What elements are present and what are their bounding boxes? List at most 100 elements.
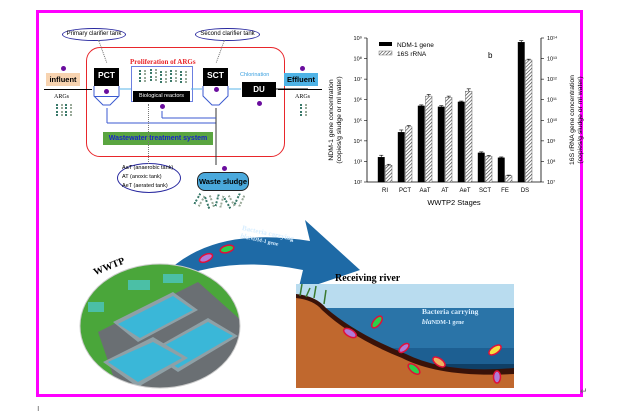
bar-16s bbox=[465, 90, 473, 183]
bar-16s bbox=[385, 165, 393, 183]
chart-bars bbox=[377, 40, 533, 183]
bar-ndm1 bbox=[417, 105, 425, 183]
panel-label: b bbox=[488, 51, 493, 60]
river-text-line2: blaNDM-1 gene bbox=[422, 317, 465, 326]
bar-ndm1 bbox=[497, 157, 505, 183]
x-tick-label: SCT bbox=[479, 188, 491, 194]
effluent-arrow bbox=[278, 89, 322, 90]
x-tick-label: FE bbox=[501, 188, 509, 194]
bacterium-icon bbox=[342, 327, 358, 339]
tank-legend-item: AT (anoxic tank) bbox=[122, 174, 162, 180]
dna-icon bbox=[65, 104, 72, 116]
bar-16s bbox=[505, 175, 513, 183]
wwtp-plant-image bbox=[79, 263, 241, 389]
y-axis-left-label: NDM-1 gene concentration bbox=[328, 79, 335, 160]
x-tick-label: DS bbox=[521, 188, 529, 194]
bar-16s bbox=[445, 97, 453, 183]
x-tick-label: AT bbox=[441, 188, 449, 194]
y-axis-right-label: 16S rRNA gene concentration bbox=[569, 75, 576, 165]
system-label-bar: Wastewater treatment system bbox=[103, 132, 213, 145]
river-text: Bacteria carrying blaNDM-1 gene bbox=[422, 307, 478, 328]
pct-cone-outline bbox=[93, 86, 120, 106]
y-left-tick-label: 10⁶ bbox=[354, 97, 362, 104]
y-left-tick-label: 10³ bbox=[354, 159, 362, 165]
legend-label-16s: 16S rRNA bbox=[397, 51, 427, 58]
bar-ndm1 bbox=[477, 152, 485, 183]
bar-16s bbox=[485, 155, 493, 183]
river-scene-image bbox=[296, 284, 514, 388]
y-left-tick-label: 10⁵ bbox=[354, 117, 362, 124]
legend-swatch-16s bbox=[378, 50, 393, 56]
dna-icon bbox=[300, 104, 307, 116]
dna-icon bbox=[150, 69, 157, 81]
bacterium-icon bbox=[432, 356, 446, 368]
arg-dot bbox=[61, 66, 66, 71]
y-axis-right-label-units: (copies/g sludge or ml water) bbox=[577, 76, 584, 163]
du-box: DU bbox=[242, 82, 276, 97]
dna-icon bbox=[160, 71, 167, 83]
river-text-line1: Bacteria carrying bbox=[422, 307, 479, 316]
bacterium-icon bbox=[398, 342, 410, 354]
influent-box: influent bbox=[46, 73, 80, 86]
paragraph-mark: ↵ bbox=[580, 386, 588, 396]
x-tick-label: AaT bbox=[419, 188, 430, 194]
dna-icon bbox=[139, 70, 146, 82]
arg-dot bbox=[160, 104, 165, 109]
y-right-tick-label: 10¹³ bbox=[547, 57, 557, 63]
x-tick-label: PCT bbox=[399, 188, 411, 194]
legend-swatch-ndm1 bbox=[379, 42, 392, 46]
bacterium-icon bbox=[488, 344, 502, 356]
bar-ndm1 bbox=[377, 157, 385, 183]
y-right-tick-label: 10¹² bbox=[547, 77, 557, 83]
x-axis-label: WWTP2 Stages bbox=[427, 198, 481, 207]
bar-16s bbox=[525, 59, 533, 183]
y-axis-left-label-units: (copies/g sludge or ml water) bbox=[336, 76, 343, 163]
y-right-tick-label: 10¹⁴ bbox=[547, 35, 558, 42]
bacterium-icon bbox=[492, 370, 502, 384]
system-boundary bbox=[86, 47, 285, 157]
figure-frame bbox=[36, 10, 583, 397]
x-tick-label: AeT bbox=[459, 188, 470, 194]
bacterium-icon bbox=[219, 244, 235, 254]
influent-arrow bbox=[44, 89, 92, 90]
y-left-tick-label: 10⁴ bbox=[354, 138, 363, 145]
legend-label-ndm1: NDM-1 gene bbox=[397, 42, 434, 49]
bar-16s bbox=[425, 95, 433, 183]
bacterium-icon bbox=[407, 363, 421, 375]
bar-ndm1 bbox=[517, 42, 525, 183]
y-right-tick-label: 10¹¹ bbox=[547, 98, 557, 104]
dna-icon bbox=[170, 70, 177, 82]
chart-axes bbox=[366, 38, 542, 183]
primary-clarifier-callout: Primary clarifier tank bbox=[62, 28, 126, 41]
pct-box: PCT bbox=[94, 68, 119, 86]
bacterium-icon bbox=[371, 315, 383, 329]
bar-ndm1 bbox=[437, 106, 445, 183]
tank-legend-item: AeT (aerated tank) bbox=[122, 183, 168, 189]
tank-legend-item: AaT (anaerobic tank) bbox=[122, 165, 174, 171]
bar-ndm1 bbox=[397, 132, 405, 183]
chart-legend: NDM-1 gene 16S rRNA bbox=[378, 42, 434, 58]
cursor-mark: ı bbox=[37, 403, 40, 413]
bacterium-icon bbox=[198, 252, 214, 264]
river-title: Receiving river bbox=[335, 273, 401, 284]
tank-legend-oval: AaT (anaerobic tank) AT (anoxic tank) Ae… bbox=[117, 163, 181, 193]
effluent-box: Effluent bbox=[284, 73, 318, 86]
y-left-tick-label: 10⁸ bbox=[354, 56, 362, 63]
args-right-label: ARGs bbox=[295, 94, 311, 100]
pct-hopper bbox=[94, 96, 119, 97]
arg-dot bbox=[222, 166, 227, 171]
bar-ndm1 bbox=[457, 101, 465, 183]
sct-cone-outline bbox=[202, 86, 229, 106]
dna-icon bbox=[56, 104, 63, 116]
y-left-tick-label: 10² bbox=[354, 180, 362, 186]
x-tick-label: RI bbox=[382, 188, 388, 194]
transfer-arrow bbox=[162, 220, 360, 291]
chlorination-label: Chlorination bbox=[240, 72, 270, 78]
arg-dot bbox=[104, 89, 109, 94]
y-left-tick-label: 10⁹ bbox=[354, 35, 362, 42]
y-right-tick-label: 10⁷ bbox=[547, 179, 555, 186]
second-clarifier-callout: Second clarifier tank bbox=[195, 28, 260, 41]
bioreactor-label: Biological reactors bbox=[133, 91, 190, 102]
y-right-tick-label: 10⁹ bbox=[547, 138, 555, 145]
sct-box: SCT bbox=[203, 68, 228, 86]
